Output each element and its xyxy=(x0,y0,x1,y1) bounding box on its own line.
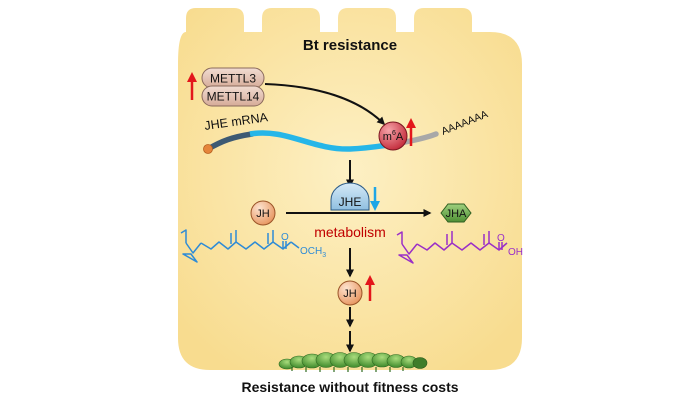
mrna-cap xyxy=(203,144,213,154)
jh-substrate-sphere xyxy=(250,200,276,226)
jh-ester-group: OCH3 xyxy=(300,246,326,259)
mettl14-box xyxy=(201,85,265,107)
bottom-caption: Resistance without fitness costs xyxy=(241,379,458,395)
jh-carbonyl-oxygen: O xyxy=(281,232,289,243)
jhe-enzyme-shape xyxy=(330,182,370,211)
jh-substrate-label: JH xyxy=(256,208,270,220)
mettl14-label: METTL14 xyxy=(207,90,260,104)
methyl-sphere-icon xyxy=(378,121,408,151)
caterpillar-icon xyxy=(278,352,428,372)
jhe-label: JHE xyxy=(339,195,362,209)
up-arrow-icon xyxy=(406,118,416,146)
jha-product-hexagon xyxy=(440,203,472,223)
m6a-label: m6A xyxy=(383,130,404,143)
jh-accumulated-label: JH xyxy=(343,288,357,300)
diagram-title: Bt resistance xyxy=(303,37,397,54)
jh-chemical-structure xyxy=(180,229,300,263)
jh-accumulated-sphere xyxy=(337,280,363,306)
jha-label: JHA xyxy=(446,208,467,220)
down-arrow-icon xyxy=(370,187,380,211)
mrna-body xyxy=(249,130,395,152)
mettl3-label: METTL3 xyxy=(210,72,256,86)
jha-carbonyl-oxygen: O xyxy=(497,233,505,244)
metabolism-label: metabolism xyxy=(314,224,386,240)
jha-acid-group: OH xyxy=(508,247,523,258)
up-arrow-icon xyxy=(365,275,375,301)
methylation-arrow xyxy=(264,83,386,126)
up-arrow-icon xyxy=(187,72,197,100)
jha-chemical-structure xyxy=(396,231,508,264)
